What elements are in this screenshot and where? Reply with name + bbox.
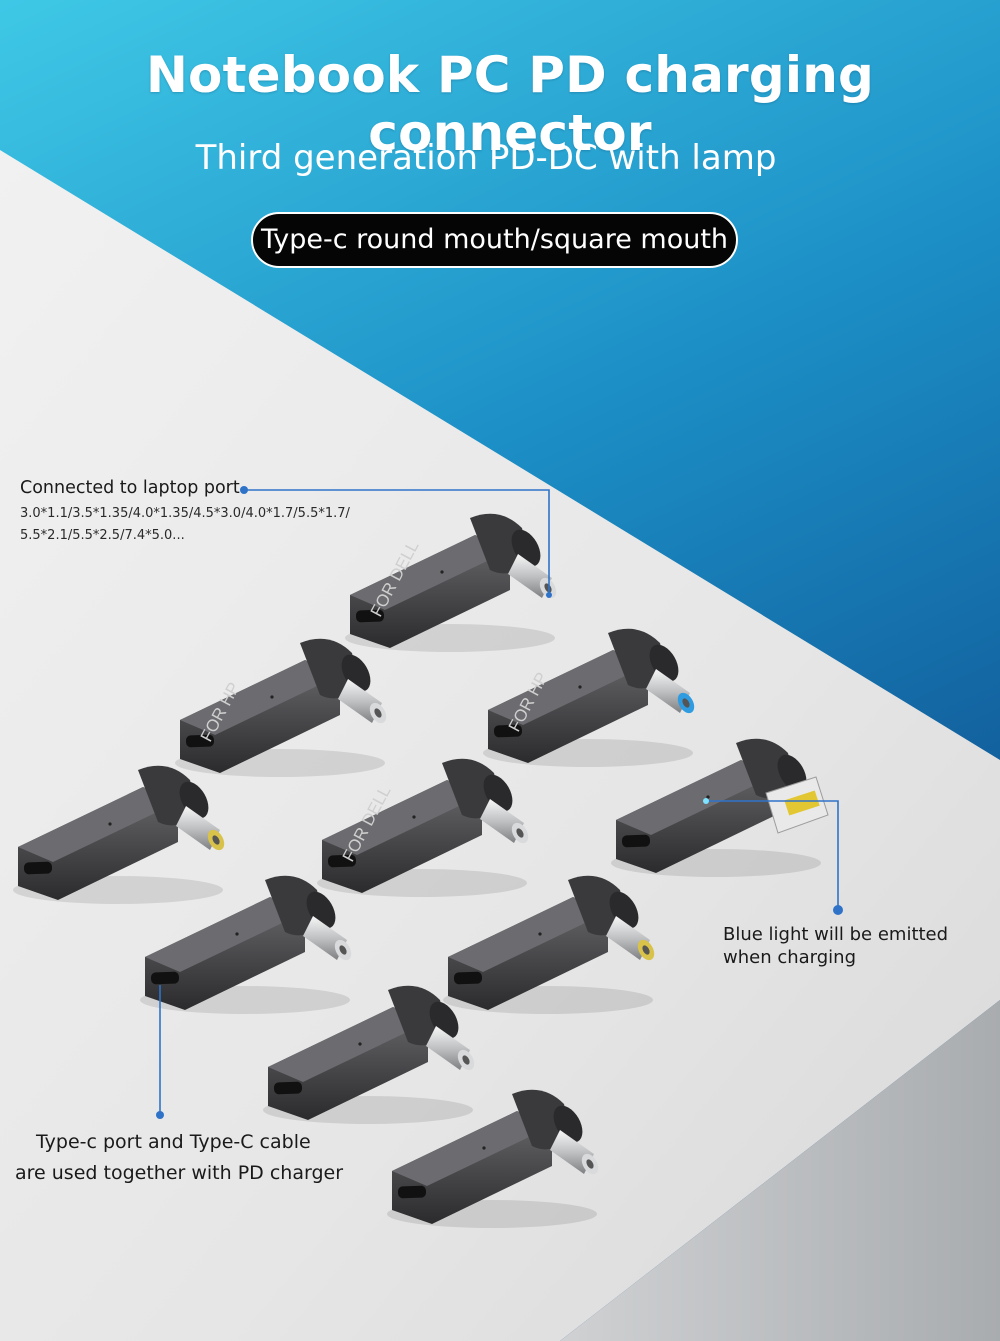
connector-tip bbox=[550, 1130, 599, 1175]
callout-dot-blue-light bbox=[833, 905, 843, 915]
typec-port bbox=[23, 861, 53, 875]
callout-dot-laptop-tip bbox=[546, 592, 552, 598]
typec-port bbox=[493, 724, 523, 738]
desk-edge bbox=[560, 1000, 1000, 1341]
connector-tip bbox=[765, 776, 829, 834]
connector-tip bbox=[606, 916, 655, 961]
connector-tip bbox=[508, 554, 557, 599]
connector: FOR HP bbox=[175, 638, 387, 777]
mouth-type-badge: Type-c round mouth/square mouth bbox=[251, 212, 738, 268]
typec-port bbox=[355, 609, 385, 623]
connector bbox=[443, 875, 655, 1014]
callout-dots bbox=[156, 486, 843, 1119]
callout-dot-typec-port bbox=[156, 1111, 164, 1119]
typec-port bbox=[453, 971, 483, 985]
connector bbox=[13, 765, 225, 904]
connector bbox=[611, 738, 829, 877]
connector-tip bbox=[426, 1026, 475, 1071]
connector bbox=[387, 1089, 599, 1228]
connector-tip bbox=[303, 916, 352, 961]
typec-port bbox=[273, 1081, 303, 1095]
connector-tip bbox=[480, 799, 529, 844]
laptop-port-sizes-line2: 5.5*2.1/5.5*2.5/7.4*5.0... bbox=[20, 528, 185, 543]
typec-port bbox=[185, 734, 215, 748]
connector-tip bbox=[176, 806, 225, 851]
page-subtitle: Third generation PD-DC with lamp bbox=[195, 138, 777, 178]
callout-line-blue-light bbox=[706, 800, 839, 910]
connector bbox=[263, 985, 475, 1124]
typec-port bbox=[150, 971, 180, 985]
connector: FOR HP bbox=[483, 628, 695, 767]
blue-lamp-dot bbox=[703, 798, 709, 804]
page-title: Notebook PC PD charging connector bbox=[145, 46, 874, 162]
typec-port bbox=[397, 1185, 427, 1199]
laptop-port-callout: Connected to laptop port bbox=[20, 478, 240, 498]
callout-dot-laptop-port bbox=[240, 486, 248, 494]
typec-port bbox=[621, 834, 651, 848]
callout-lines bbox=[159, 489, 839, 1115]
blue-light-callout: Blue light will be emitted when charging bbox=[723, 924, 949, 968]
typec-port-callout-line2: are used together with PD charger bbox=[15, 1162, 344, 1184]
connector-tip bbox=[646, 669, 695, 714]
connector-tip bbox=[338, 679, 387, 724]
typec-port-callout-line1: Type-c port and Type-C cable bbox=[36, 1131, 311, 1153]
typec-port bbox=[327, 854, 357, 868]
callout-line-laptop-port bbox=[244, 489, 550, 595]
laptop-port-sizes-line1: 3.0*1.1/3.5*1.35/4.0*1.35/4.5*3.0/4.0*1.… bbox=[20, 506, 350, 521]
connector bbox=[140, 875, 352, 1014]
connector: FOR DELL bbox=[345, 513, 557, 652]
